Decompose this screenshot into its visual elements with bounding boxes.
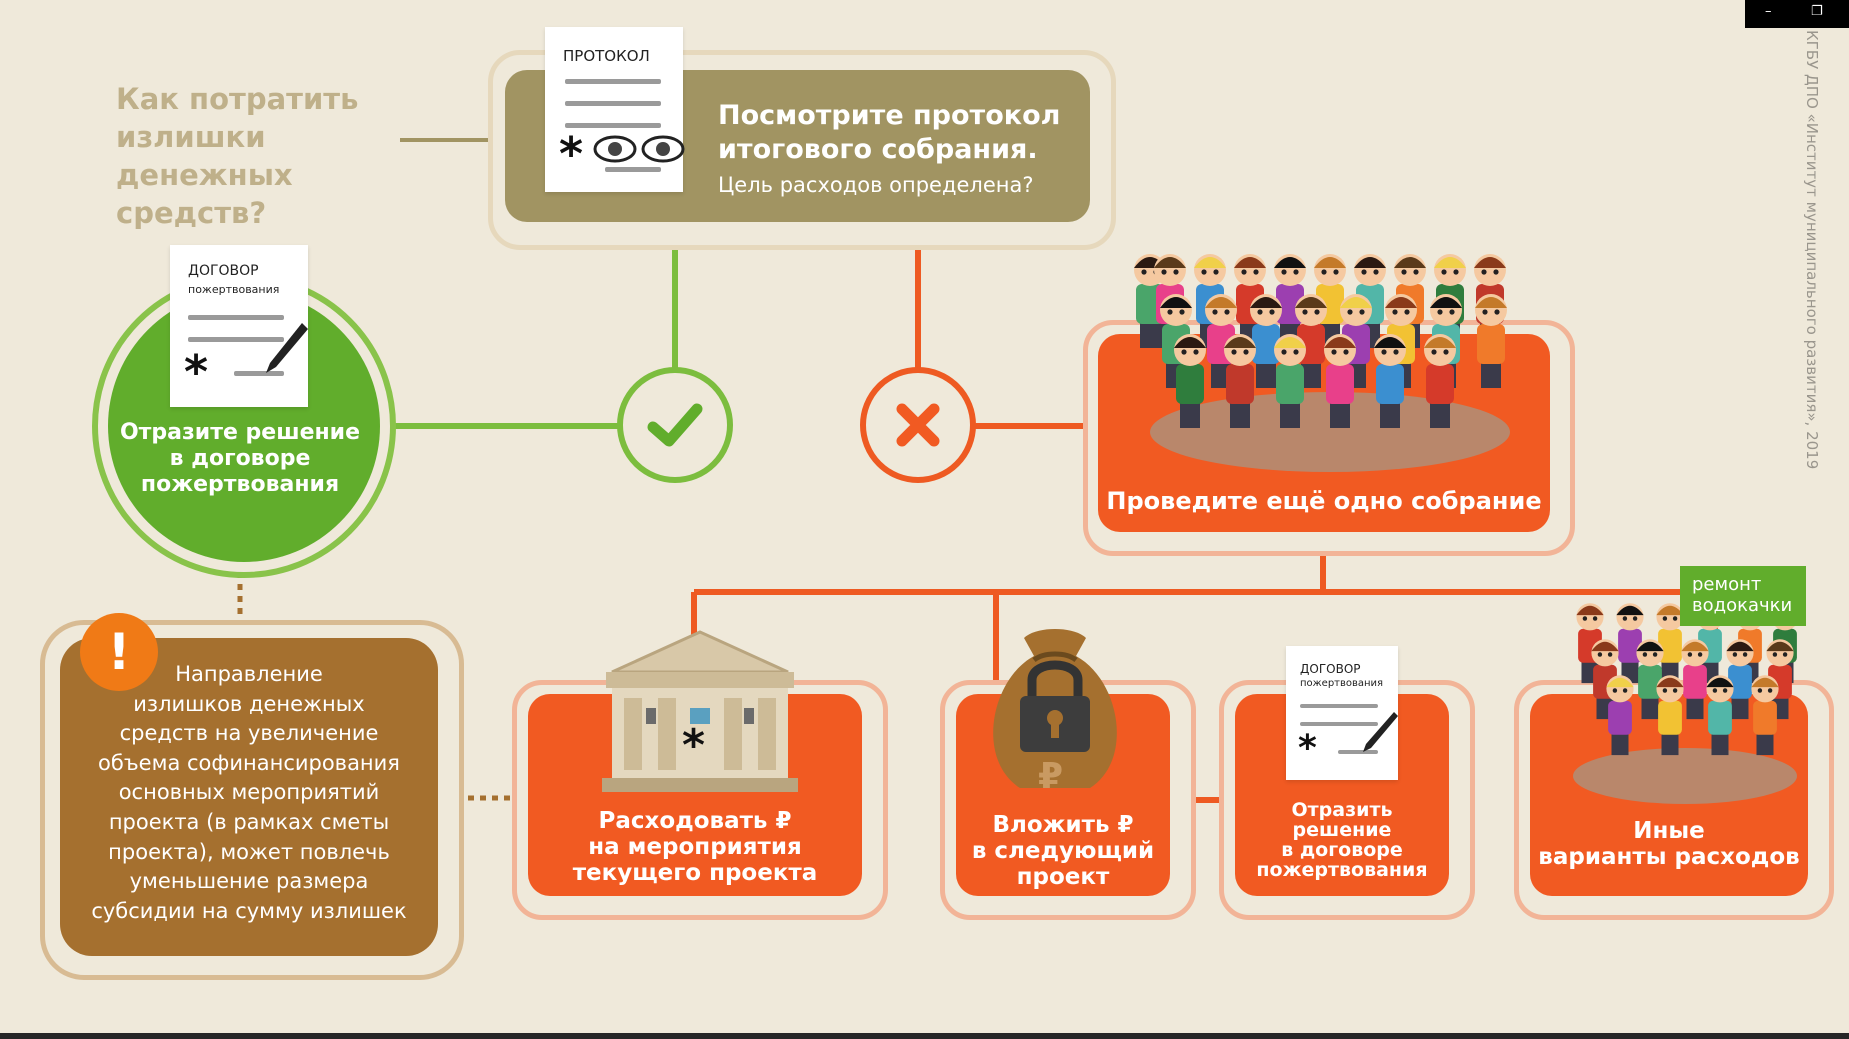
contract-doc-title: ДОГОВОР [1300,662,1361,676]
label-line: Вложить ₽ [992,812,1134,838]
person-figure [1656,675,1684,756]
label-line: Отразите решение [119,420,361,445]
check-icon [647,403,703,447]
person-figure [1681,639,1709,720]
label-line: пожертвования [1256,859,1428,881]
person-figure [1475,294,1507,388]
note-line: проекта (в рамках сметы [108,809,390,834]
question-line: Как потратить [116,82,359,116]
protocol-title: Посмотрите протокол итогового собрания. [718,99,1098,167]
pen-icon [266,323,308,373]
label-line: на мероприятия [588,834,802,860]
option-contract-label: Отразить решение в договоре пожертвовани… [1235,800,1449,880]
contract-doc-subtitle: пожертвования [1300,678,1384,689]
person-figure [1424,334,1456,428]
donation-contract-label: Отразите решение в договоре пожертвовани… [112,420,368,498]
note-line: средств на увеличение [119,721,379,746]
building-icon: * [602,630,798,792]
svg-text:₽: ₽ [1038,756,1063,797]
option-other-label: Иные варианты расходов [1530,818,1808,870]
person-figure [1636,639,1664,720]
pen-icon [1363,712,1398,752]
label-line: текущего проекта [572,860,818,886]
option-spend-current-label: Расходовать ₽ на мероприятия текущего пр… [540,808,850,886]
minimize-button[interactable]: – [1765,4,1772,19]
contract-doc-title: ДОГОВОР [188,263,259,279]
person-figure [1174,334,1206,428]
label-line: Расходовать ₽ [598,808,792,834]
sign-line: ремонт [1692,574,1762,595]
question-line: излишки денежных [116,120,293,192]
person-figure [1374,334,1406,428]
sign-board: ремонт водокачки [1680,566,1806,626]
person-figure [1751,675,1779,756]
note-line: излишков денежных [133,691,365,716]
note-line: субсидии на сумму излишек [91,898,407,923]
label-line: пожертвования [140,472,340,497]
person-figure [1205,294,1237,388]
warning-note [60,638,438,956]
note-line: Направление [175,662,323,686]
eyes-icon [593,135,685,163]
no-branch-node [860,367,976,483]
protocol-title-line: итогового собрания. [718,134,1038,165]
protocol-document-icon: ПРОТОКОЛ * [545,27,685,192]
window-controls: – ❐ [1745,0,1849,28]
person-figure [1340,294,1372,388]
person-figure [1616,603,1644,684]
person-figure [1324,334,1356,428]
label-line: в следующий [971,838,1155,864]
person-figure [1274,334,1306,428]
protocol-question: Цель расходов определена? [718,173,1034,197]
contract-document-icon: ДОГОВОР пожертвования * [170,245,308,407]
label-line: в договоре [169,446,311,471]
label-line: решение [1292,819,1392,841]
restore-button[interactable]: ❐ [1811,4,1823,19]
person-figure [1295,294,1327,388]
exclamation-icon: ! [80,613,158,691]
another-meeting-label: Проведите ещё одно собрание [1106,487,1542,515]
note-line: основных мероприятий [118,780,380,805]
contract-document-icon: ДОГОВОР пожертвования * [1286,646,1398,780]
option-invest-next-label: Вложить ₽ в следующий проект [956,812,1170,890]
crowd-icon [1134,254,1510,472]
note-line: уменьшение размера [129,869,369,894]
crowd-icon [1573,603,1799,804]
label-line: Иные [1633,818,1705,844]
copyright-credit: КГБУ ДПО «Институт муниципального развит… [1803,30,1821,470]
note-line: проекта), может повлечь [108,839,390,864]
svg-text:*: * [682,720,705,771]
person-figure [1250,294,1282,388]
note-line: объема софинансирования [98,750,400,775]
person-figure [1606,675,1634,756]
warning-note-text: Направление излишков денежных средств на… [76,660,422,926]
label-line: варианты расходов [1538,844,1800,870]
label-line: Отразить [1291,799,1393,821]
question-heading: Как потратить излишки денежных средств? [116,80,416,232]
cross-icon [896,403,940,447]
person-figure [1726,639,1754,720]
protocol-title-line: Посмотрите протокол [718,100,1061,131]
contract-doc-subtitle: пожертвования [188,283,280,296]
bottom-strip [0,1033,1849,1039]
yes-branch-node [617,367,733,483]
label-line: проект [1016,864,1110,890]
person-figure [1224,334,1256,428]
question-line: средств? [116,196,267,230]
person-figure [1706,675,1734,756]
locked-money-bag-icon: ₽ [993,629,1117,797]
protocol-doc-title: ПРОТОКОЛ [563,47,650,65]
label-line: в договоре [1281,839,1403,861]
sign-line: водокачки [1692,595,1793,616]
